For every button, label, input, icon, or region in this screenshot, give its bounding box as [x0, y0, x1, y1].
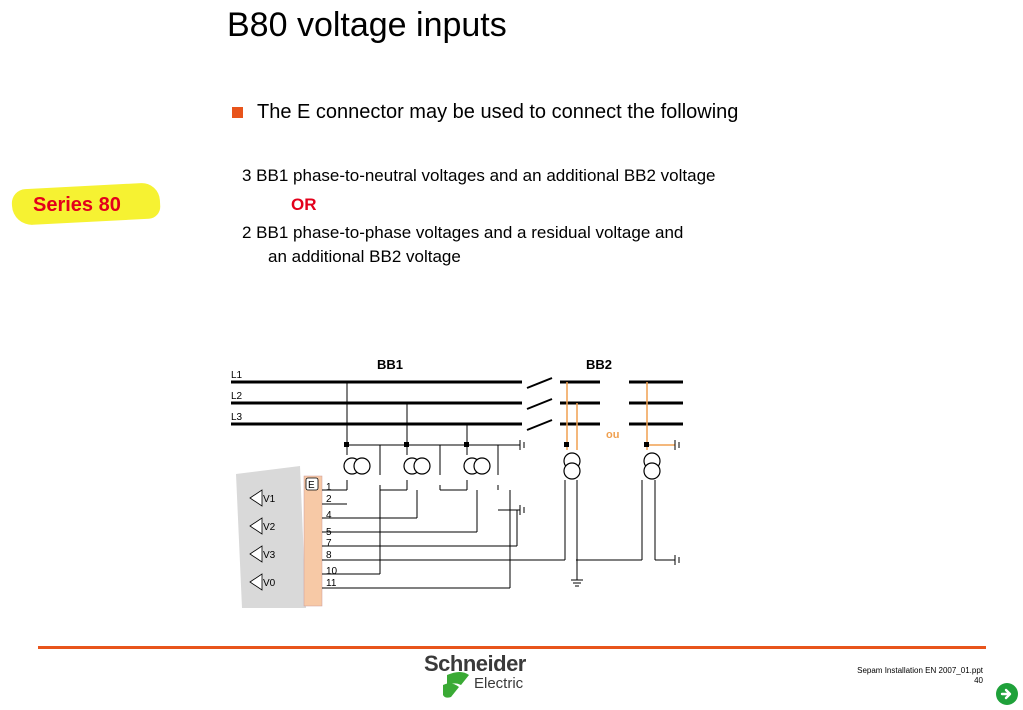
input-v3: V3: [263, 550, 276, 561]
bullet-square-icon: [232, 107, 243, 118]
busbars: [231, 380, 683, 426]
terminal-4: 4: [326, 510, 332, 521]
terminal-5: 5: [326, 527, 332, 538]
terminal-10: 10: [326, 566, 338, 577]
bb1-transformers: [343, 457, 491, 475]
ou-label: ou: [606, 429, 619, 441]
logo-text-bottom: Electric: [474, 675, 524, 692]
arrow-right-icon: [1000, 688, 1012, 700]
terminal-8: 8: [326, 550, 332, 561]
terminal-2: 2: [326, 494, 332, 505]
bullet-text: The E connector may be used to connect t…: [257, 101, 739, 123]
connector-strip: [303, 475, 323, 607]
relay-body: [236, 466, 306, 608]
ground-icon: [519, 440, 680, 587]
terminal-1: 1: [326, 482, 332, 493]
logo-text-top: Schneider: [424, 651, 526, 676]
junctions: [344, 442, 649, 447]
bb2-transformers: [563, 452, 661, 480]
bb1-label: BB1: [377, 357, 404, 372]
page-number: 40: [974, 676, 983, 685]
voltage-inputs: V1 V2 V3 V0: [249, 489, 276, 591]
terminal-labels: 1 2 4 5 7 8 10 11: [326, 482, 338, 589]
connector-e-label: E: [308, 480, 315, 491]
input-v2: V2: [263, 522, 276, 533]
bb2-label: BB2: [586, 357, 613, 372]
terminal-7: 7: [326, 538, 332, 549]
wiring-diagram: L1 L2 L3: [231, 370, 683, 608]
schneider-logo-icon: [443, 672, 469, 698]
footer-divider: [38, 646, 986, 649]
option-2-text: 2 BB1 phase-to-phase voltages and a resi…: [242, 223, 684, 242]
footer-file-name: Sepam Installation EN 2007_01.ppt: [857, 666, 983, 675]
or-text: OR: [291, 195, 317, 214]
bullet-row: The E connector may be used to connect t…: [232, 101, 738, 124]
input-arrow-icon: [249, 573, 263, 591]
input-v1: V1: [263, 494, 276, 505]
line-label-l3: L3: [231, 412, 243, 423]
bb1-wiring: [322, 382, 675, 589]
orange-wiring: [566, 382, 675, 450]
next-slide-button[interactable]: [996, 683, 1018, 705]
input-arrow-icon: [249, 489, 263, 507]
terminal-11: 11: [326, 578, 337, 589]
connector-e-badge: [305, 477, 319, 491]
series-badge: Series 80: [33, 194, 121, 216]
option-2-continuation: an additional BB2 voltage: [268, 247, 461, 266]
input-arrow-icon: [249, 517, 263, 535]
input-v0: V0: [263, 578, 276, 589]
switch-blades: [526, 377, 553, 431]
input-arrow-icon: [249, 545, 263, 563]
line-label-l1: L1: [231, 370, 243, 381]
option-1-text: 3 BB1 phase-to-neutral voltages and an a…: [242, 166, 716, 185]
slide-title: B80 voltage inputs: [227, 6, 507, 44]
line-label-l2: L2: [231, 391, 243, 402]
